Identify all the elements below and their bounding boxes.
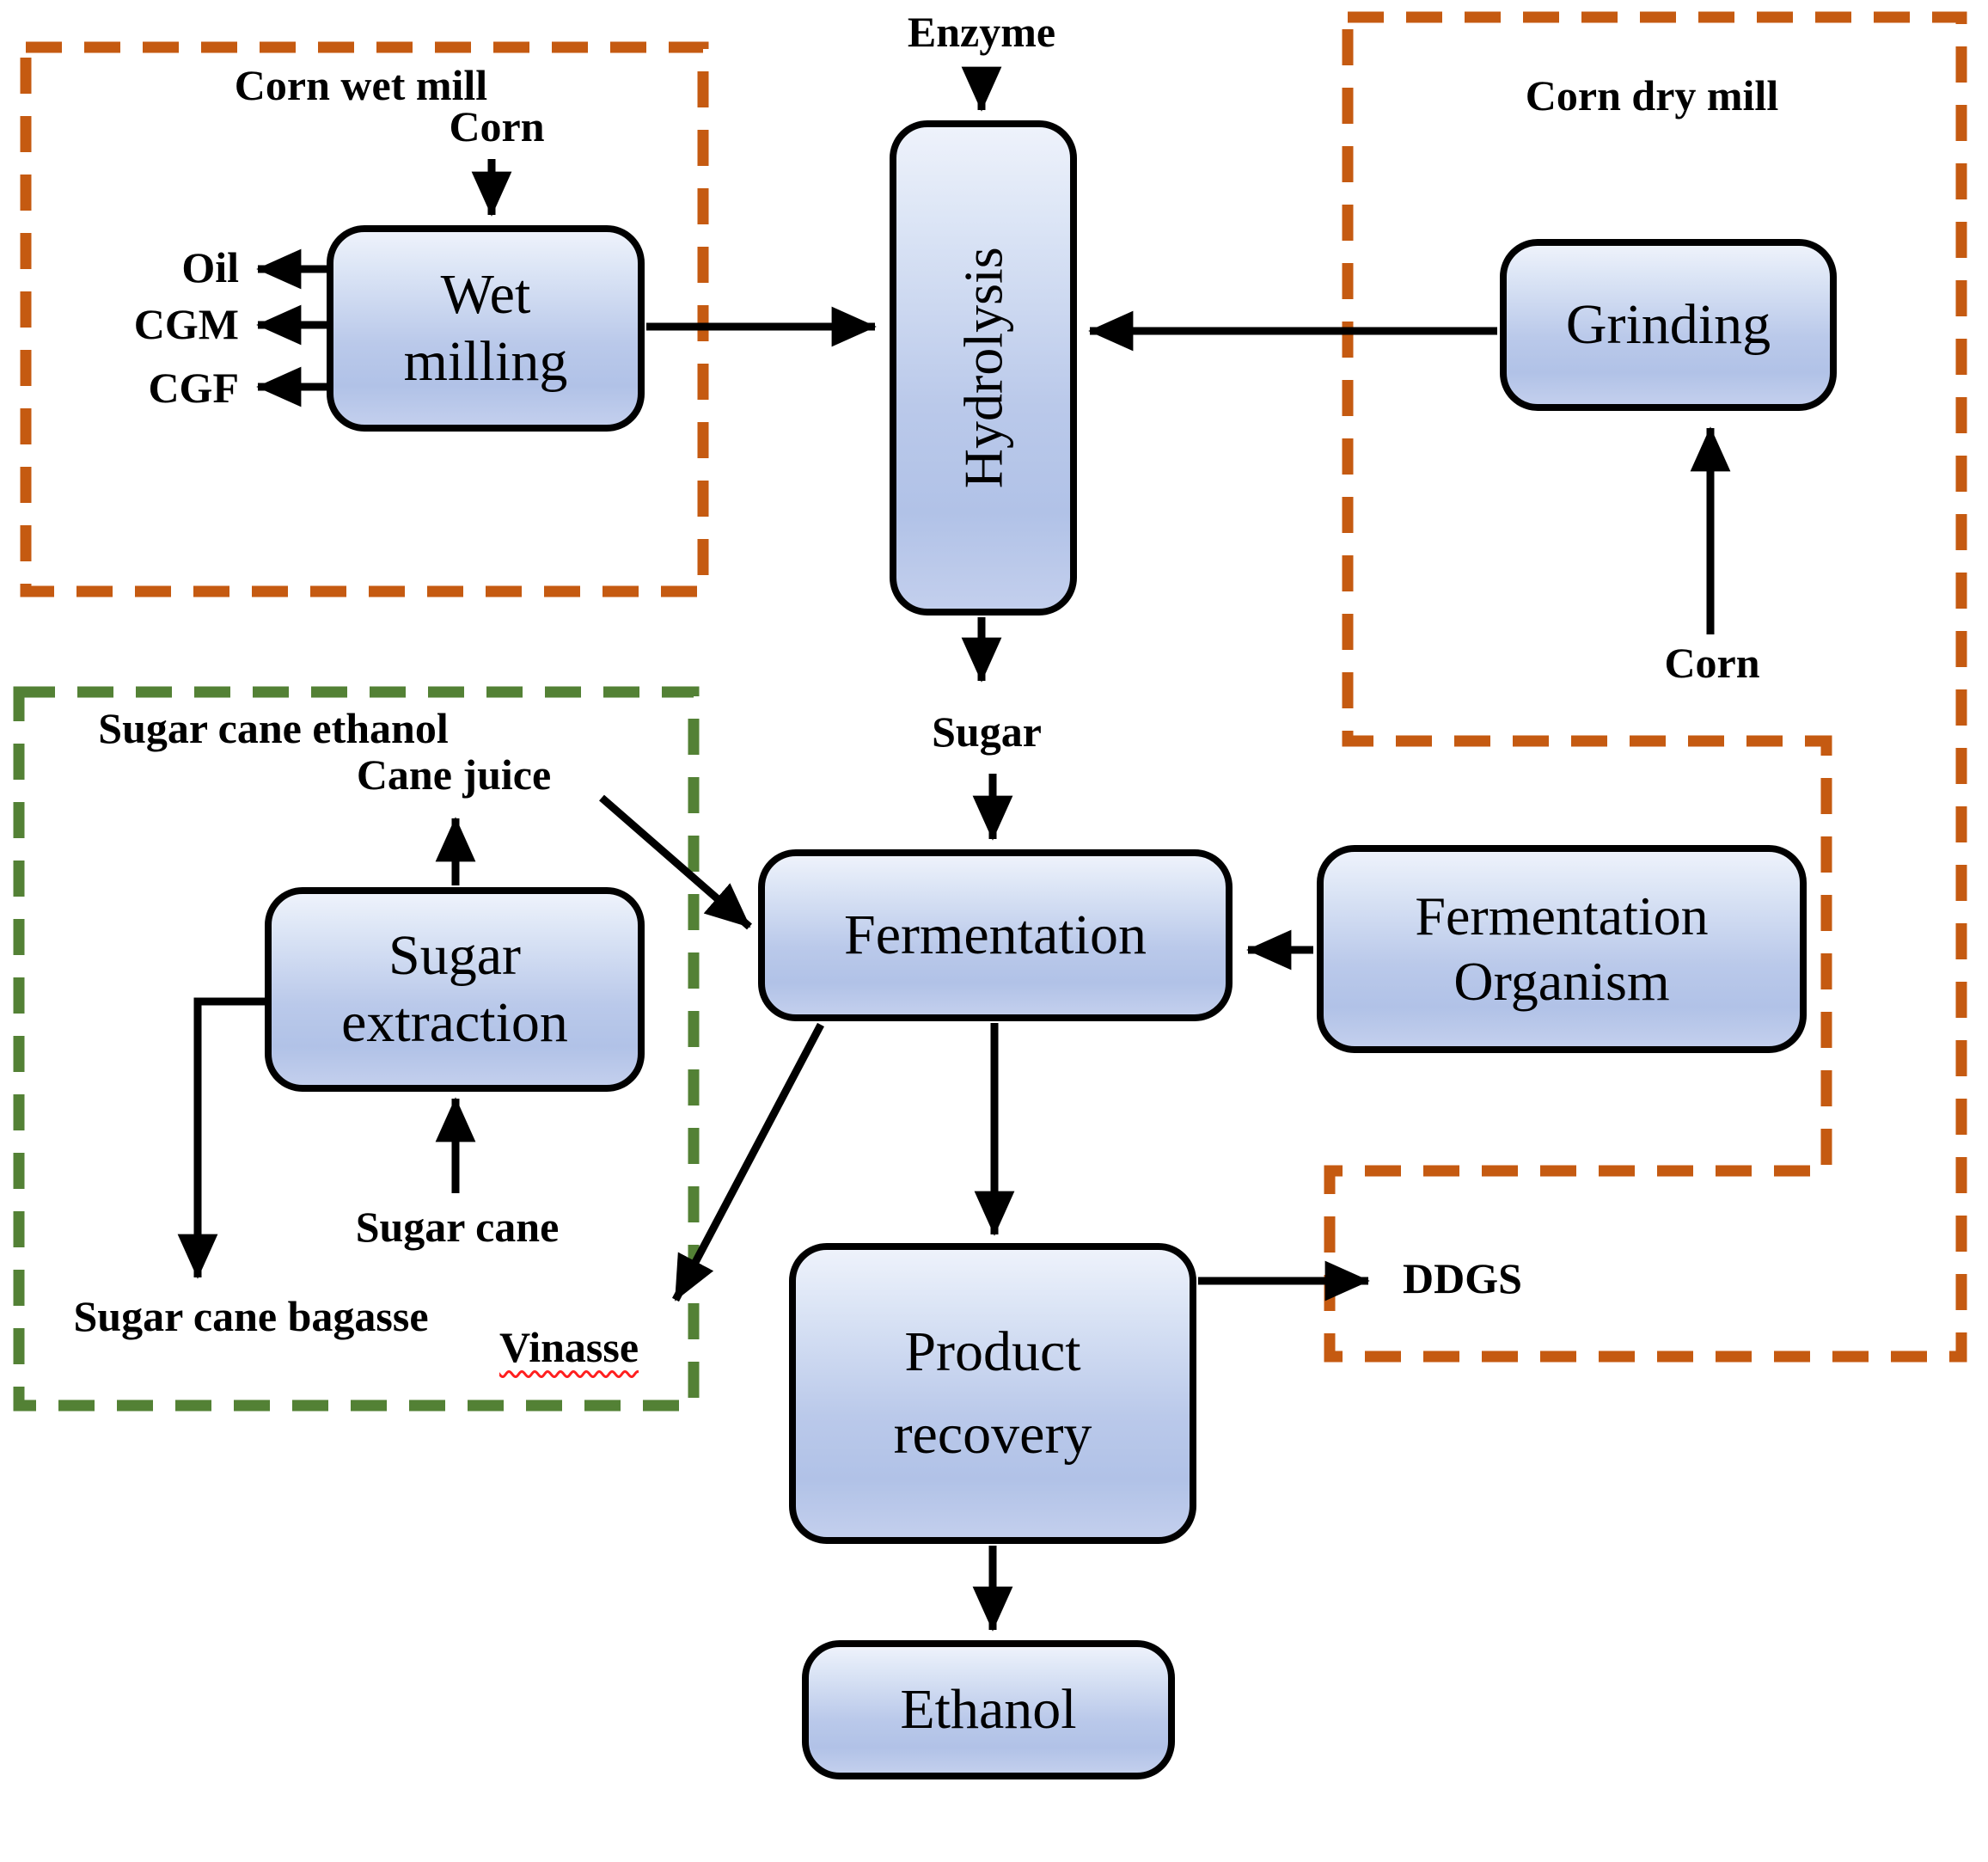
vinasse-label: Vinasse: [499, 1323, 639, 1371]
hydrolysis-node: Hydrolysis: [890, 120, 1077, 616]
corn-dry-label: Corn: [1664, 639, 1760, 687]
sugar-cane-ethanol-region-outline: [13, 686, 700, 1412]
sugar-extraction-node: Sugar extraction: [265, 887, 645, 1092]
oil-label: Oil: [181, 243, 239, 291]
ethanol-node: Ethanol: [802, 1640, 1175, 1779]
cane-juice-label: Cane juice: [356, 750, 552, 799]
arrow-fermentation-to-vinasse: [672, 1022, 824, 1302]
wet-milling-node: Wet milling: [327, 225, 645, 432]
corn-wet-mill-region-title: Corn wet mill: [234, 61, 488, 109]
hydrolysis-label: Hydrolysis: [952, 247, 1014, 489]
sugar-cane-label: Sugar cane: [355, 1203, 560, 1251]
ddgs-label: DDGS: [1403, 1254, 1522, 1302]
sugar-label: Sugar: [932, 707, 1042, 756]
grinding-label: Grinding: [1565, 293, 1771, 357]
sugar-cane-bagasse-label: Sugar cane bagasse: [73, 1292, 429, 1340]
sugar-cane-ethanol-region-title: Sugar cane ethanol: [98, 704, 449, 752]
corn-wet-label: Corn: [449, 102, 545, 150]
sugar-extraction-label: Sugar extraction: [341, 924, 568, 1054]
ethanol-label: Ethanol: [900, 1678, 1077, 1742]
fermentation-organism-node: Fermentation Organism: [1317, 845, 1807, 1053]
arrow-cane-juice-to-fermentation: [599, 794, 752, 930]
enzyme-label: Enzyme: [907, 8, 1056, 56]
corn-dry-mill-region-outline: [1324, 11, 1967, 1363]
fermentation-label: Fermentation: [844, 903, 1147, 967]
cgm-label: CGM: [133, 300, 239, 348]
corn-wet-mill-region-outline: [20, 41, 709, 597]
corn-dry-mill-region-title: Corn dry mill: [1525, 71, 1779, 119]
product-recovery-node: Product recovery: [789, 1243, 1196, 1544]
fermentation-node: Fermentation: [758, 849, 1233, 1021]
product-recovery-label: Product recovery: [893, 1320, 1092, 1466]
wet-milling-label: Wet milling: [403, 263, 568, 393]
arrow-sugar-extraction-to-bagasse: [177, 997, 268, 1279]
cgf-label: CGF: [148, 364, 239, 412]
fermentation-organism-label: Fermentation Organism: [1415, 885, 1709, 1012]
grinding-node: Grinding: [1500, 239, 1837, 411]
